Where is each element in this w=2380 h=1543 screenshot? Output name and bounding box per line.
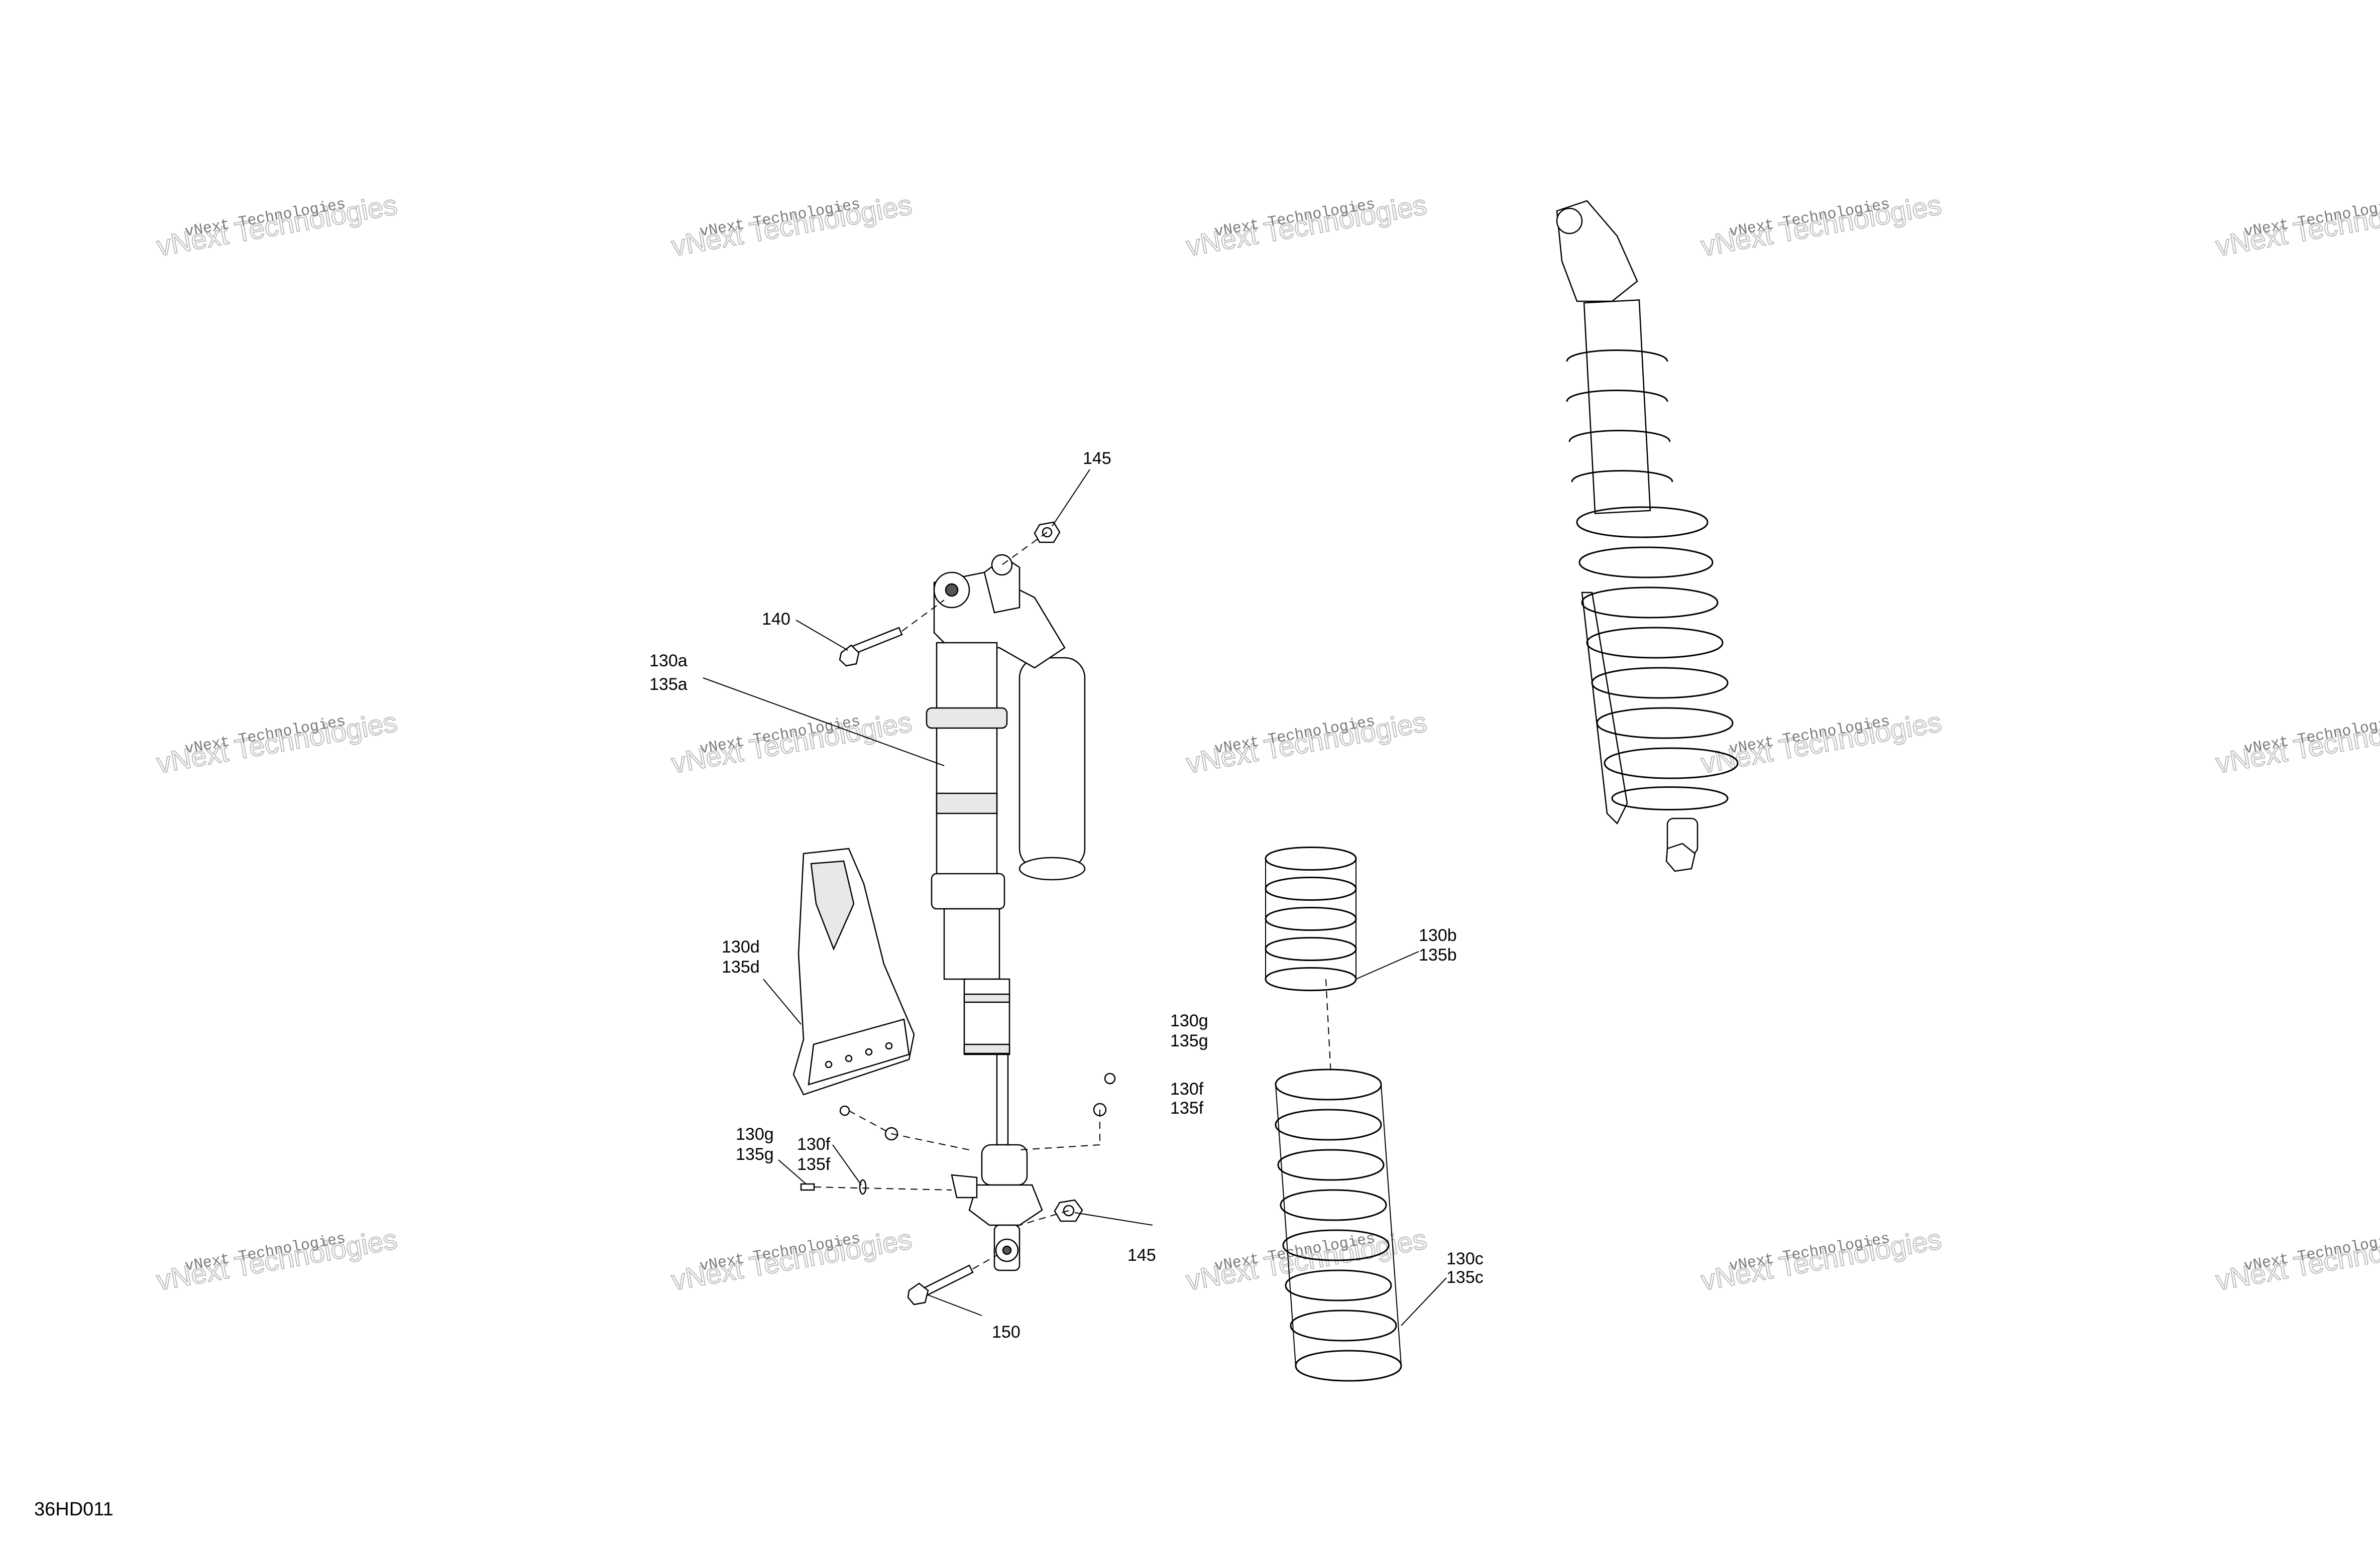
watermark: vNext Technologies vNext Technologies — [668, 1223, 915, 1297]
fastener-130g-left — [839, 1105, 850, 1116]
screw-135g-left — [800, 1183, 815, 1191]
callout-130g-left: 130g — [736, 1125, 774, 1144]
shock-guard — [792, 848, 915, 1096]
callout-labels: 145 140 130a 135a 130d 135d 130g 135g 13… — [649, 449, 1484, 1342]
bolt-150 — [907, 1264, 974, 1305]
guard-ridge — [810, 860, 855, 951]
callout-130d: 130d — [722, 937, 760, 957]
callout-135f-left: 135f — [797, 1155, 831, 1174]
shock-body — [936, 642, 998, 885]
reservoir-end — [1018, 857, 1086, 881]
callout-130b: 130b — [1419, 926, 1457, 945]
spring-seat — [931, 873, 1005, 910]
preload-collar — [926, 707, 1008, 729]
callout-135b: 135b — [1419, 945, 1457, 965]
watermark: vNext Technologies vNext Technologies — [2213, 188, 2380, 263]
watermark: vNext Technologies vNext Technologies — [1698, 1223, 1944, 1297]
assembled-shock-view — [1556, 200, 1739, 872]
assembled-guard — [1581, 591, 1628, 825]
fastener-130g-right — [1104, 1073, 1116, 1085]
watermark: vNext Technologies vNext Technologies — [154, 188, 400, 263]
washer-135f-left — [859, 1179, 867, 1195]
watermark-grid: vNext Technologies vNext Technologies vN… — [154, 188, 2380, 1297]
callout-145-bottom: 145 — [1127, 1246, 1156, 1265]
callout-135d: 135d — [722, 958, 760, 977]
bracket-tab — [951, 1174, 978, 1199]
callout-130f-right: 130f — [1170, 1080, 1204, 1099]
callout-150: 150 — [992, 1323, 1021, 1342]
callout-145-top: 145 — [1083, 449, 1111, 468]
callout-135g-left: 135g — [736, 1145, 774, 1164]
lower-spring-retainer — [981, 1144, 1028, 1186]
watermark: vNext Technologies vNext Technologies — [154, 1223, 400, 1297]
upper-spring-130b — [1265, 847, 1357, 991]
shock-lower-body — [963, 978, 1010, 1055]
callout-135a: 135a — [649, 675, 688, 694]
shock-reservoir — [1018, 657, 1086, 870]
bolt-140 — [839, 627, 903, 667]
callout-135c: 135c — [1446, 1268, 1484, 1287]
assembled-body — [1583, 299, 1651, 514]
watermark: vNext Technologies vNext Technologies — [2213, 705, 2380, 780]
callout-130c: 130c — [1446, 1249, 1484, 1268]
hardware — [800, 521, 1116, 1305]
callout-135f-right: 135f — [1170, 1099, 1204, 1118]
callout-130f-left: 130f — [797, 1135, 831, 1154]
callout-140: 140 — [762, 610, 790, 629]
watermark: vNext Technologies vNext Technologies — [668, 188, 915, 263]
leader-lines — [703, 469, 1447, 1326]
shock-absorber-exploded — [926, 554, 1086, 1271]
watermark: vNext Technologies vNext Technologies — [1183, 705, 1429, 780]
watermark: vNext Technologies vNext Technologies — [154, 705, 400, 780]
diagram-reference-code: 36HD011 — [34, 1499, 114, 1520]
watermark: vNext Technologies vNext Technologies — [1183, 188, 1429, 263]
shock-shaft — [996, 1053, 1009, 1146]
lower-spring-130c — [1275, 1069, 1402, 1382]
callout-130a: 130a — [649, 651, 688, 670]
watermark: vNext Technologies vNext Technologies — [2213, 1223, 2380, 1297]
callout-135g-right: 135g — [1170, 1031, 1208, 1050]
callout-130g-right: 130g — [1170, 1011, 1208, 1030]
watermark: vNext Technologies vNext Technologies — [1698, 188, 1944, 263]
assembly-dashed-lines — [814, 532, 1331, 1269]
